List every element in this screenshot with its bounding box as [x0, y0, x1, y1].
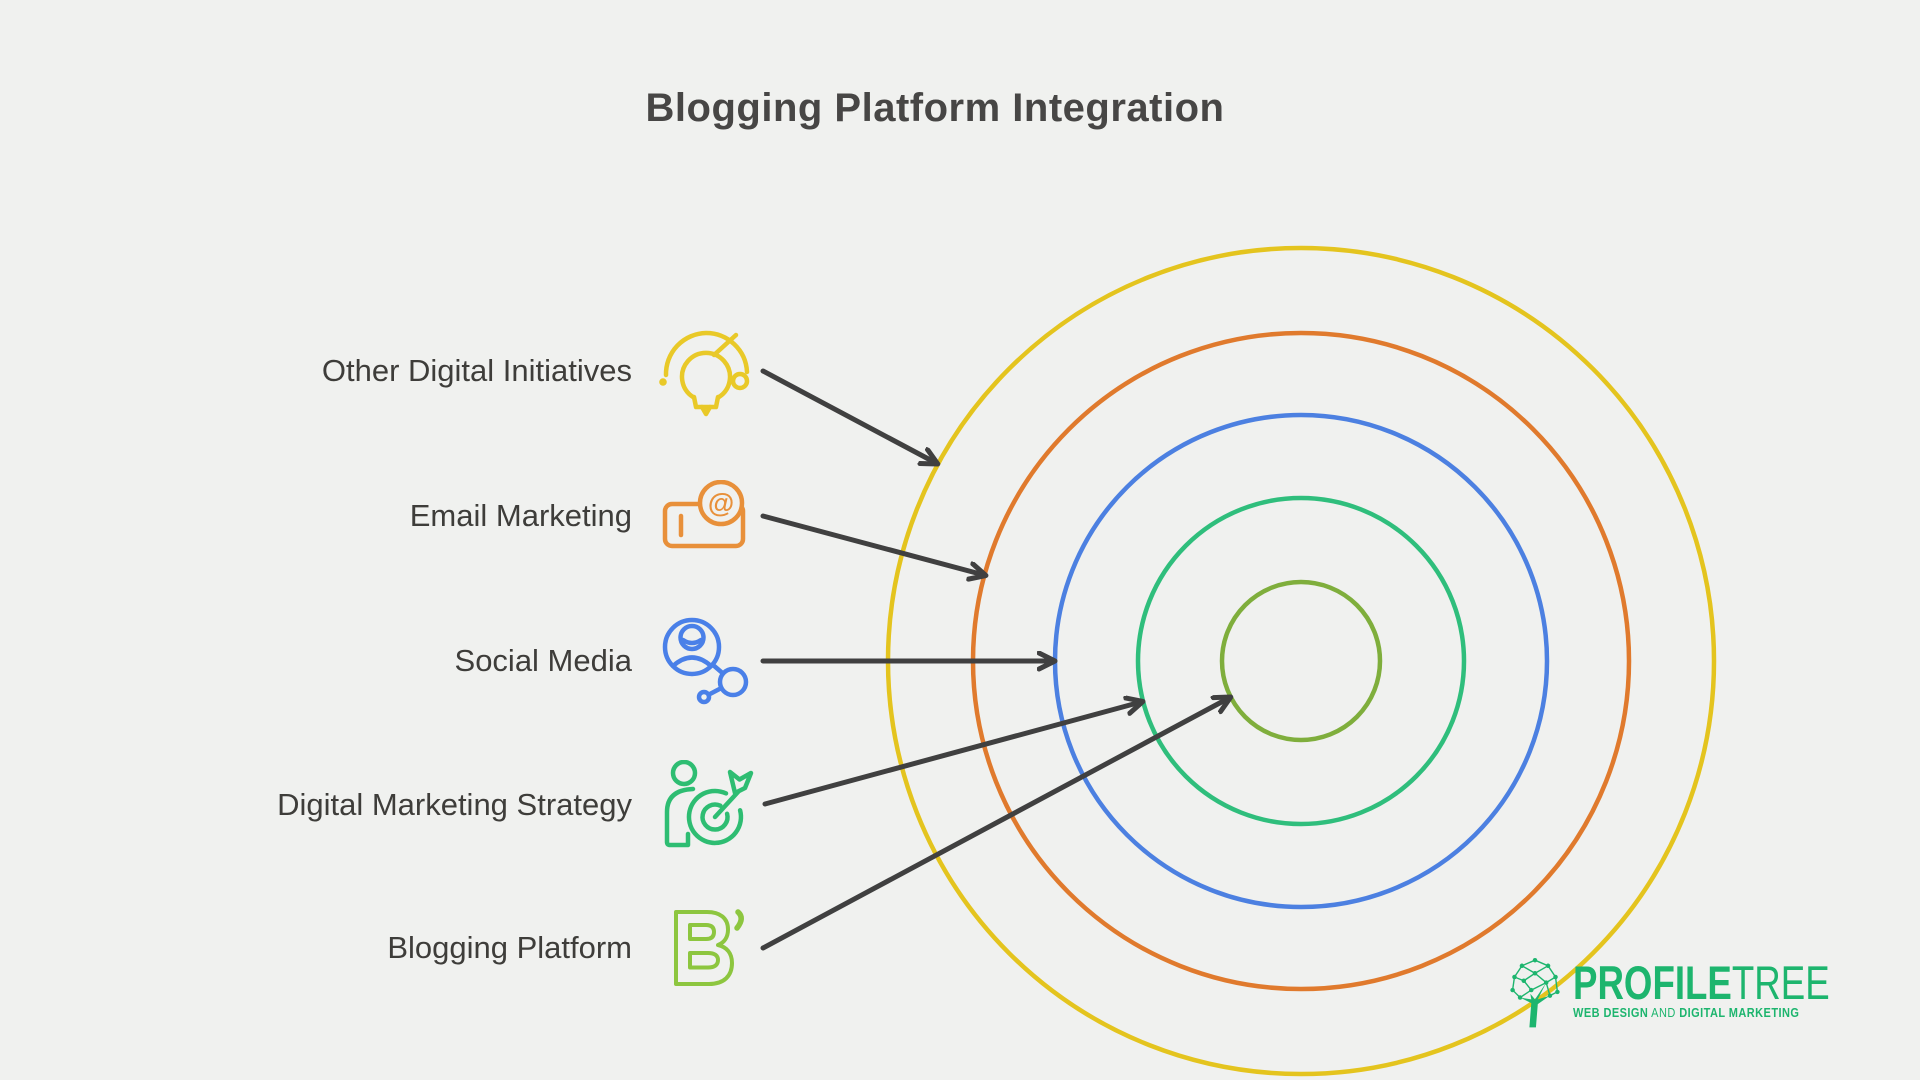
brand-name: PROFILETREE — [1573, 959, 1830, 1006]
label-text: Email Marketing — [409, 498, 632, 533]
label-text: Blogging Platform — [387, 930, 632, 965]
label-row-social-media: Social Media — [455, 615, 760, 707]
network-tree-icon — [1510, 957, 1560, 1028]
ring-blogging-platform — [1219, 579, 1383, 743]
ring-digital-marketing-strategy — [1135, 495, 1467, 827]
email-at-icon: @ — [662, 480, 746, 549]
label-text: Social Media — [454, 643, 632, 678]
profiletree-logo: PROFILETREE WEB DESIGN AND DIGITAL MARKE… — [1507, 954, 1902, 1028]
person-target-dart-icon — [664, 760, 754, 848]
person-share-network-icon — [662, 617, 749, 705]
tagline-and: AND — [1648, 1006, 1680, 1020]
label-text: Other Digital Initiatives — [321, 353, 632, 388]
ring-email-marketing — [970, 330, 1632, 992]
tagline-digital-marketing: DIGITAL MARKETING — [1679, 1006, 1800, 1020]
label-row-other-digital-initiatives: Other Digital Initiatives — [322, 325, 760, 417]
svg-text:@: @ — [708, 488, 734, 518]
page-title: Blogging Platform Integration — [645, 86, 1225, 130]
label-row-email-marketing: Email Marketing @ — [410, 470, 760, 562]
label-text: Digital Marketing Strategy — [277, 787, 632, 822]
brand-tagline: WEB DESIGN AND DIGITAL MARKETING — [1573, 1006, 1799, 1021]
label-row-blogging-platform: Blogging Platform — [387, 902, 760, 994]
arrow-blogging-platform — [760, 698, 1229, 951]
brand-name-tree: TREE — [1731, 956, 1830, 1009]
blogger-b-icon — [674, 909, 744, 986]
label-row-digital-marketing-strategy: Digital Marketing Strategy — [277, 759, 760, 851]
lightbulb-idea-icon — [659, 330, 750, 417]
ring-social-media — [1052, 412, 1550, 910]
arrow-email-marketing — [760, 513, 984, 575]
brand-name-profile: PROFILE — [1572, 956, 1732, 1009]
arrow-other-digital-initiatives — [760, 368, 936, 463]
tagline-web-design: WEB DESIGN — [1572, 1006, 1649, 1020]
arrow-digital-marketing-strategy — [762, 702, 1141, 807]
